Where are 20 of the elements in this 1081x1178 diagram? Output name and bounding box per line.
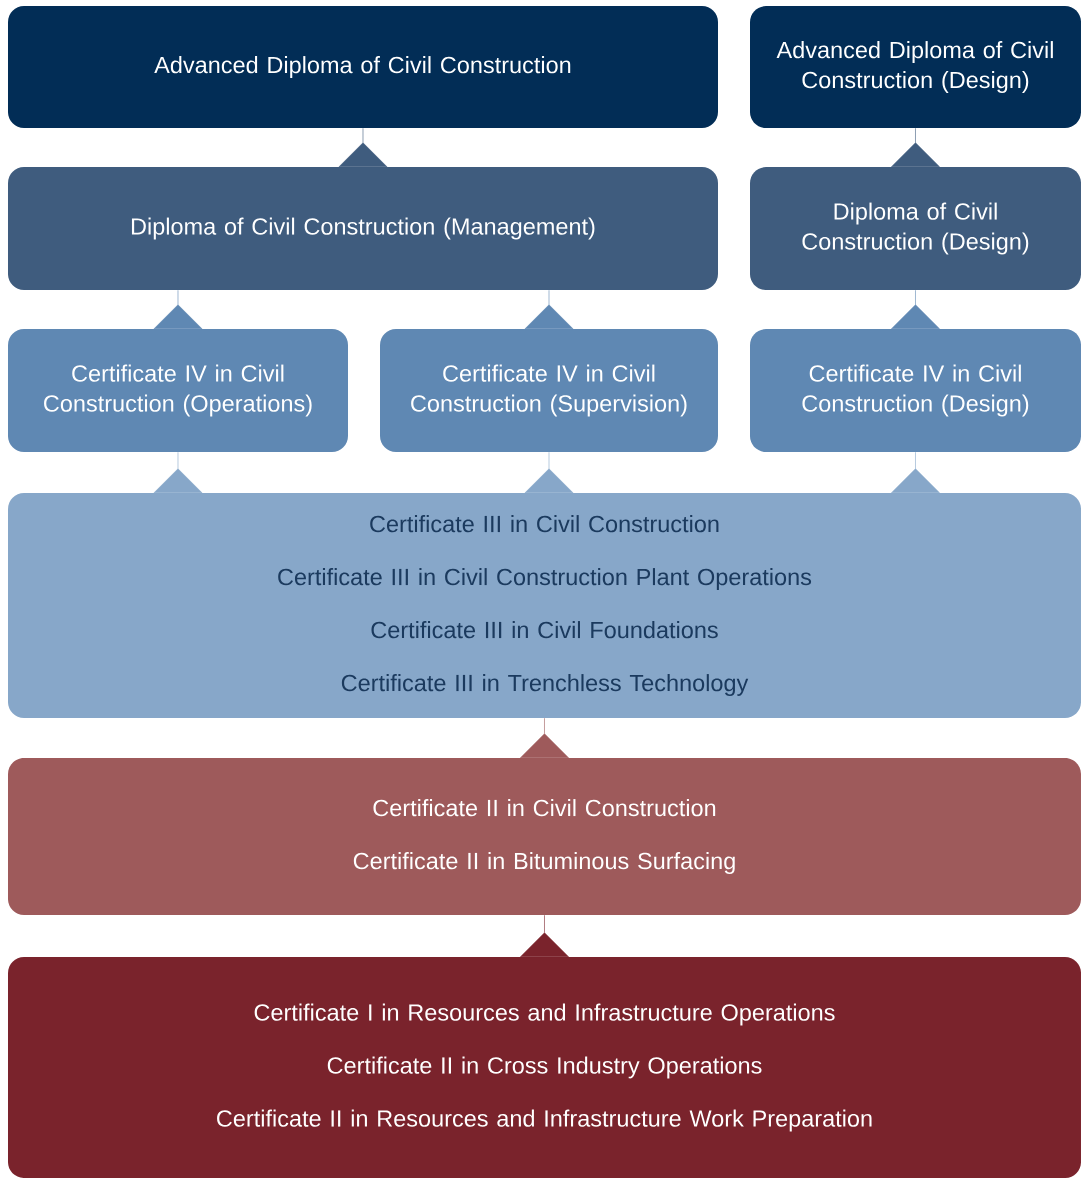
arrow bbox=[520, 914, 569, 958]
arrow bbox=[891, 451, 940, 494]
qualification-box: Advanced Diploma of Civil Construction bbox=[8, 6, 718, 128]
qualification-box: Certificate IV in Civil Construction (Supervision) bbox=[380, 329, 718, 452]
qualification-box: Certificate IV in Civil Construction (Operations) bbox=[8, 329, 348, 452]
arrow bbox=[338, 127, 388, 168]
qualification-box: Certificate IV in Civil Construction (Design) bbox=[750, 329, 1081, 452]
arrow bbox=[891, 127, 940, 168]
qualification-box: Certificate III in Civil Construction Certificate III in Civil Construction Plant Operations Certificate III in Civil Foundations Certificate III in Trenchless Technology bbox=[8, 493, 1081, 718]
arrow bbox=[891, 289, 940, 330]
arrow bbox=[153, 289, 203, 330]
qualification-box: Diploma of Civil Construction (Design) bbox=[750, 167, 1081, 290]
arrow bbox=[520, 717, 569, 759]
arrow bbox=[524, 289, 574, 330]
qualification-box: Certificate II in Civil Construction Certificate II in Bituminous Surfacing bbox=[8, 758, 1081, 915]
qualification-box: Diploma of Civil Construction (Management) bbox=[8, 167, 718, 290]
qualification-box: Certificate I in Resources and Infrastructure Operations Certificate II in Cross Industry Operations Certificate II in Resources and Infrastructure Work Preparation bbox=[8, 957, 1081, 1178]
arrow bbox=[153, 451, 203, 494]
arrow bbox=[524, 451, 574, 494]
qualification-box: Advanced Diploma of Civil Construction (Design) bbox=[750, 6, 1081, 128]
